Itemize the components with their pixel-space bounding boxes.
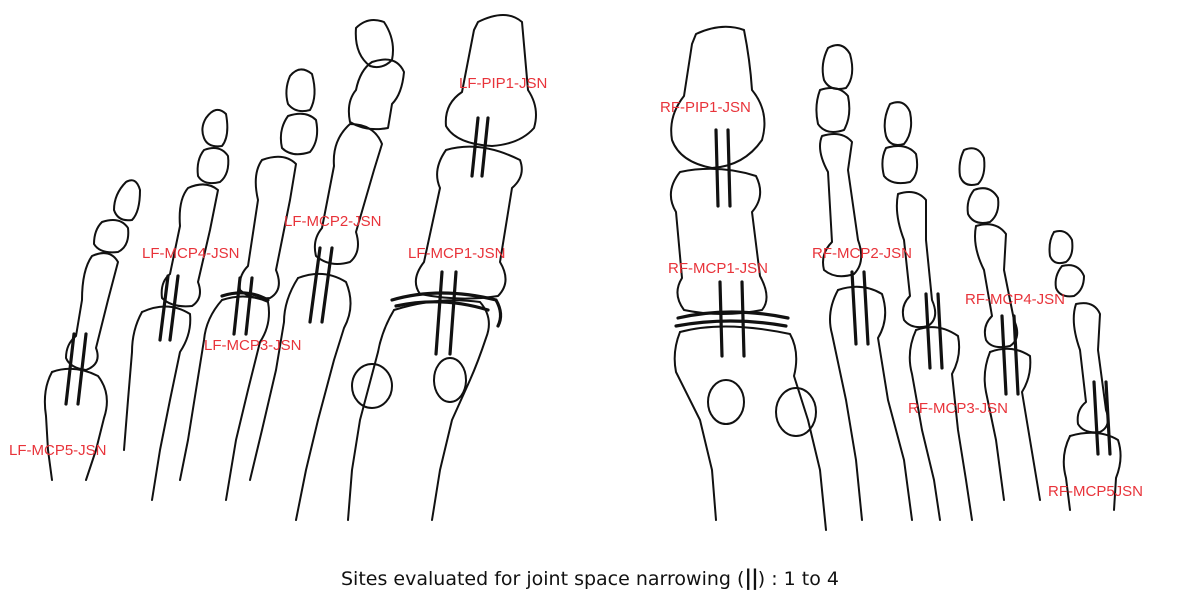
left-toe4-metatarsal — [142, 306, 190, 500]
left-toe2-metatarsal-side — [250, 278, 298, 480]
left-sesamoid-medial — [352, 364, 392, 408]
label-rf-mcp3: RF-MCP3-JSN — [908, 401, 1008, 416]
label-rf-pip1: RF-PIP1-JSN — [660, 100, 751, 115]
left-toe2-proximal — [315, 124, 382, 264]
right-mcp2-mark-b — [864, 272, 868, 344]
label-rf-mcp1: RF-MCP1-JSN — [668, 261, 768, 276]
right-mcp4-mark-a — [1002, 316, 1006, 394]
label-rf-mcp2: RF-MCP2-JSN — [812, 246, 912, 261]
label-lf-mcp2: LF-MCP2-JSN — [284, 214, 382, 229]
left-mcp1-mark-a — [436, 272, 442, 354]
left-mcp2-mark-b — [322, 248, 332, 322]
left-toe5-distal — [114, 180, 140, 220]
right-toe3-metatarsal-side — [910, 330, 940, 520]
left-toe5-metatarsal-side — [45, 372, 52, 480]
right-mcp1-mark-b — [742, 282, 744, 356]
right-mcp5-mark-b — [1106, 382, 1110, 454]
label-lf-mcp4: LF-MCP4-JSN — [142, 246, 240, 261]
right-toe2-middle — [816, 88, 849, 132]
right-pip1-mark-a — [716, 130, 718, 206]
left-toe3-distal — [286, 69, 314, 111]
left-mcp3-mark-a — [234, 278, 240, 334]
right-toe4-metatarsal-side — [985, 352, 1004, 500]
left-toe-3 — [180, 69, 317, 500]
left-mcp2-mark-a — [310, 248, 320, 322]
right-toe4-middle — [968, 188, 999, 223]
caption-prefix: Sites evaluated for joint space narrowin… — [341, 568, 744, 590]
right-toe4-proximal — [975, 224, 1017, 347]
left-mcp4-mark-a — [160, 276, 168, 340]
right-toe4-distal — [960, 148, 985, 185]
left-mcp3-mark-b — [246, 278, 252, 334]
right-toe3-metatarsal — [916, 327, 972, 520]
right-mcp1-joint-line-2 — [676, 321, 786, 326]
right-mcp3-mark-a — [926, 294, 930, 368]
right-toe2-metatarsal-side — [830, 290, 862, 520]
caption: Sites evaluated for joint space narrowin… — [0, 566, 1180, 590]
label-lf-mcp1: LF-MCP1-JSN — [408, 246, 506, 261]
right-sesamoid-medial — [708, 380, 744, 424]
right-toe2-metatarsal — [838, 287, 912, 520]
left-toe5-middle — [94, 220, 128, 252]
left-toe-2 — [250, 20, 404, 520]
right-toe5-distal — [1050, 231, 1073, 263]
right-toe3-middle — [882, 146, 917, 183]
left-toe2-middle — [349, 60, 404, 130]
left-toe1-metatarsal — [394, 300, 489, 520]
left-toe4-metatarsal-side — [124, 312, 142, 450]
right-mcp3-mark-b — [938, 294, 942, 368]
right-mcp2-mark-a — [852, 272, 856, 344]
left-toe-4 — [124, 110, 228, 500]
right-toe-2 — [816, 45, 912, 520]
left-toe3-metatarsal-side — [180, 300, 222, 480]
left-toe1-proximal-phalanx — [416, 147, 522, 299]
left-toe1-metatarsal-side — [348, 310, 394, 520]
right-toe3-distal — [885, 102, 911, 145]
right-toe-5 — [1050, 231, 1121, 510]
right-toe1-metatarsal-side — [675, 332, 716, 520]
left-toe4-middle — [198, 148, 229, 183]
right-toe2-distal — [823, 45, 853, 89]
left-toe4-distal — [202, 110, 227, 146]
right-pip1-mark-b — [728, 130, 730, 206]
right-toe4-metatarsal — [990, 349, 1040, 500]
label-lf-pip1: LF-PIP1-JSN — [459, 76, 547, 91]
left-sesamoid-lateral — [434, 358, 466, 402]
right-toe-3 — [882, 102, 972, 520]
right-mcp1-mark-a — [720, 282, 722, 356]
left-toe5-proximal — [66, 253, 118, 370]
right-sesamoid-lateral — [776, 388, 816, 436]
left-toe3-middle — [281, 114, 317, 155]
label-lf-mcp3: LF-MCP3-JSN — [204, 338, 302, 353]
caption-suffix: ) : 1 to 4 — [758, 568, 839, 590]
label-rf-mcp4: RF-MCP4-JSN — [965, 292, 1065, 307]
label-rf-mcp5: RF-MCP5JSN — [1048, 484, 1143, 499]
right-mcp5-mark-a — [1094, 382, 1098, 454]
caption-symbol: || — [744, 566, 757, 590]
label-lf-mcp5: LF-MCP5-JSN — [9, 443, 107, 458]
right-toe5-proximal — [1074, 303, 1108, 432]
left-mcp1-mark-b — [450, 272, 456, 354]
right-toe-4 — [960, 148, 1041, 500]
